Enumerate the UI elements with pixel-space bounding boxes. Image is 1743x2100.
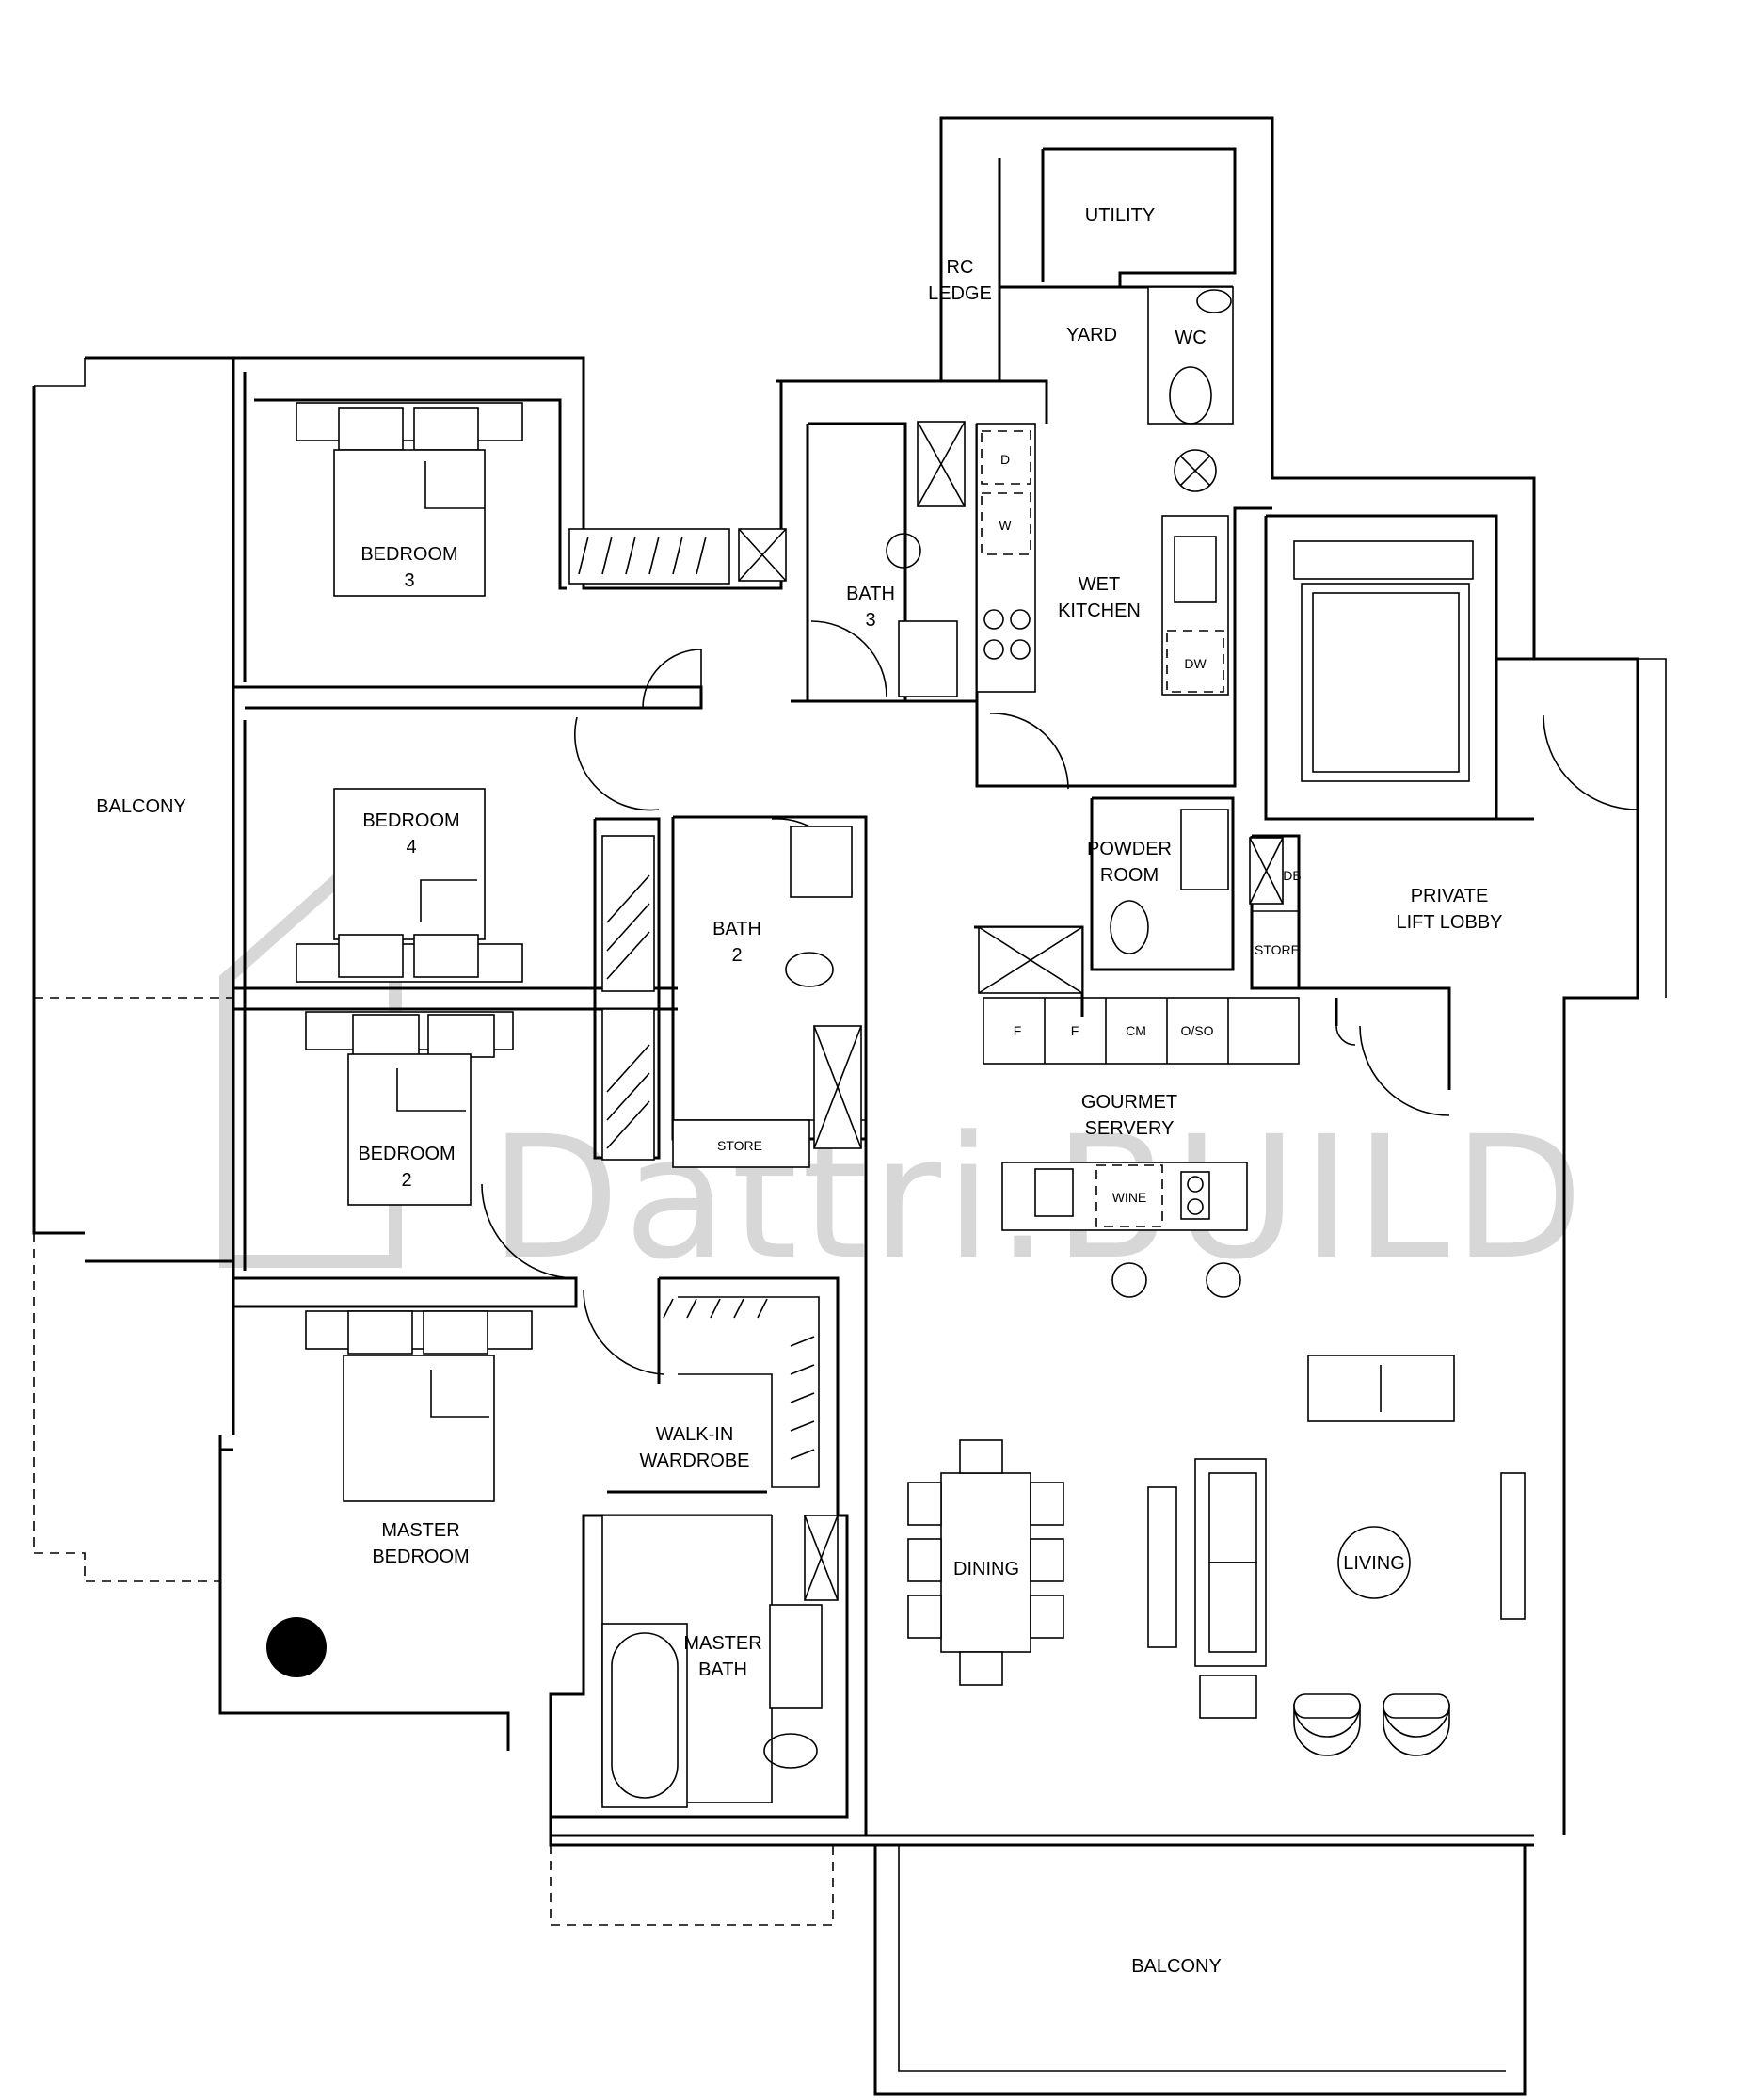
label-private-lift-1: PRIVATE <box>1411 886 1489 906</box>
label-bedroom4-1: BEDROOM <box>362 810 459 831</box>
lift-shelf <box>1293 540 1474 580</box>
water-heater <box>1174 449 1217 492</box>
label-bedroom2-1: BEDROOM <box>358 1144 455 1164</box>
master-bed <box>305 1310 533 1502</box>
column-marker <box>266 1617 327 1677</box>
yard-basin <box>1196 289 1232 313</box>
label-powder-2: ROOM <box>1100 865 1159 886</box>
label-appliance-f1: F <box>1014 1023 1022 1038</box>
bedroom4-bed <box>296 788 523 983</box>
bedroom2-door <box>481 1183 577 1279</box>
bedroom3-bed <box>296 402 523 597</box>
kitchen-sink-counter <box>1161 515 1229 696</box>
label-bedroom3-1: BEDROOM <box>360 544 457 565</box>
label-yard: YARD <box>1066 325 1117 345</box>
bedroom3-door <box>642 649 702 709</box>
bedroom3-wardrobe <box>568 528 730 585</box>
label-dishwasher: DW <box>1184 656 1207 671</box>
label-wine: WINE <box>1112 1190 1147 1205</box>
room-labels: UTILITY RC LEDGE YARD WC BEDROOM 3 BATH … <box>96 205 1502 1977</box>
label-private-lift-2: LIFT LOBBY <box>1396 912 1502 933</box>
living-table <box>1337 1526 1411 1599</box>
fixture-labels: D W DW WINE F F CM O/SO <box>999 452 1213 1205</box>
bath2-store <box>672 1119 810 1168</box>
label-dining: DINING <box>953 1559 1019 1579</box>
label-master-bedroom-2: BEDROOM <box>372 1547 469 1567</box>
bedroom2-wardrobe <box>601 1008 655 1161</box>
dishwasher <box>1166 630 1224 693</box>
wc-room <box>1147 286 1234 425</box>
bedroom4-door <box>574 716 660 811</box>
label-bath3-2: 3 <box>865 610 875 631</box>
kitchen-door <box>989 713 1069 790</box>
balcony-east-door <box>1543 714 1639 810</box>
bedroom4-wardrobe <box>601 835 655 992</box>
master-bath-toilet <box>763 1733 818 1769</box>
furniture <box>266 286 1526 1808</box>
dryer <box>981 430 1031 485</box>
label-master-bath-2: BATH <box>698 1659 747 1680</box>
label-living: LIVING <box>1343 1553 1405 1574</box>
bath2-basin <box>790 826 853 898</box>
label-appliance-f2: F <box>1071 1023 1079 1038</box>
label-wet-kitchen-1: WET <box>1079 574 1120 595</box>
wet-kitchen-counter <box>976 423 1036 693</box>
label-master-bath-1: MASTER <box>683 1633 761 1654</box>
tv-console <box>1147 1486 1177 1648</box>
hob <box>983 609 1031 660</box>
wc-toilet <box>1169 366 1212 425</box>
label-powder-1: POWDER <box>1087 839 1172 859</box>
label-rc-ledge-2: LEDGE <box>928 283 992 304</box>
label-bath2-2: 2 <box>731 945 742 966</box>
living-sofa-small <box>1307 1355 1455 1422</box>
bath2-toilet <box>785 952 834 987</box>
powder-toilet <box>1110 900 1149 954</box>
label-store-bath2: STORE <box>717 1138 762 1153</box>
label-store-lift: STORE <box>1255 942 1300 957</box>
label-appliance-cm: CM <box>1126 1023 1146 1038</box>
dining-table <box>907 1439 1064 1686</box>
label-wc: WC <box>1175 328 1206 348</box>
appliance-row <box>1044 998 1229 1064</box>
lift-lobby-door <box>1359 1025 1450 1116</box>
master-bath-tub <box>601 1623 688 1808</box>
label-bedroom3-2: 3 <box>404 570 414 591</box>
bath3-basin <box>898 620 958 697</box>
label-utility: UTILITY <box>1085 205 1155 226</box>
lift-lobby-small-door <box>1335 1025 1356 1046</box>
label-balcony-west: BALCONY <box>96 796 186 817</box>
label-master-bedroom-1: MASTER <box>381 1520 459 1541</box>
living-sofa-main <box>1194 1458 1267 1667</box>
armchairs <box>1293 1693 1450 1756</box>
label-washer: W <box>999 518 1012 533</box>
washer <box>981 492 1031 555</box>
label-walkin-2: WARDROBE <box>639 1451 749 1471</box>
label-balcony-south: BALCONY <box>1131 1956 1222 1977</box>
wine-cooler <box>1095 1164 1163 1227</box>
label-wet-kitchen-2: KITCHEN <box>1058 601 1141 621</box>
label-appliance-oso: O/SO <box>1180 1023 1213 1038</box>
living-cabinet <box>1500 1472 1526 1620</box>
bedroom2-bed <box>305 1011 514 1206</box>
label-bedroom4-2: 4 <box>406 837 416 858</box>
bath3-door <box>810 620 887 697</box>
lift-car <box>1301 583 1470 782</box>
master-bath-basin <box>769 1604 823 1709</box>
label-db: DB <box>1283 868 1301 883</box>
label-bath2-1: BATH <box>712 919 761 939</box>
label-walkin-1: WALK-IN <box>656 1424 734 1445</box>
label-dryer: D <box>1000 452 1010 467</box>
label-bath3-1: BATH <box>846 584 895 604</box>
label-bedroom2-2: 2 <box>401 1170 411 1191</box>
side-table <box>1199 1675 1257 1719</box>
master-bedroom-door <box>583 1289 664 1375</box>
label-gourmet-1: GOURMET <box>1081 1092 1177 1113</box>
powder-basin <box>1180 809 1229 890</box>
bath3-toilet <box>886 533 921 569</box>
label-rc-ledge-1: RC <box>947 257 974 278</box>
label-gourmet-2: SERVERY <box>1085 1118 1175 1139</box>
